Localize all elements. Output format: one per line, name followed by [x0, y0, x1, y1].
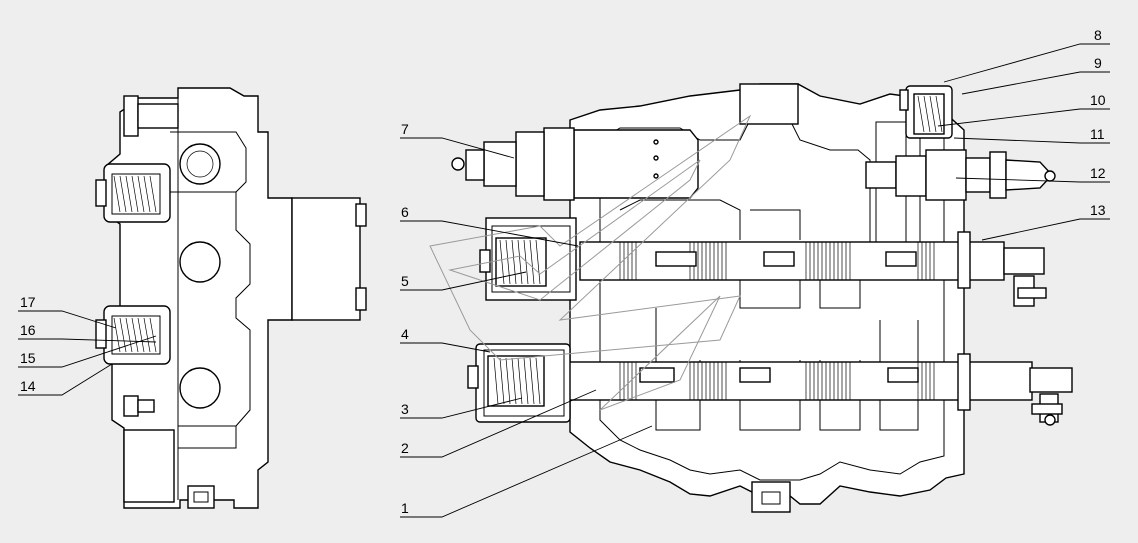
callout-8-leader — [943, 43, 1110, 83]
side-view-flange-lug-top — [355, 203, 367, 227]
callout-16-label: 16 — [20, 322, 36, 338]
callout-5-label: 5 — [401, 273, 409, 289]
upper-spool-grooves — [619, 242, 935, 280]
callout-2-leader — [400, 389, 597, 458]
callout-14-label: 14 — [20, 378, 36, 394]
side-view-port-2 — [179, 241, 221, 283]
callout-10-leader — [937, 108, 1110, 127]
main-view-bottom-boss — [751, 481, 791, 513]
callout-1-label: 1 — [401, 500, 409, 516]
callout-9-label: 9 — [1094, 55, 1102, 71]
callout-13-label: 13 — [1090, 202, 1106, 218]
side-view-bottom-box — [123, 429, 175, 503]
callout-6-label: 6 — [401, 204, 409, 220]
callout-13-leader — [981, 218, 1110, 241]
callout-7-leader — [400, 137, 515, 159]
callout-10-label: 10 — [1090, 92, 1106, 108]
side-view — [95, 87, 367, 509]
callout-11-label: 11 — [1090, 126, 1105, 142]
callout-12-leader — [955, 177, 1110, 183]
callout-12-label: 12 — [1090, 165, 1106, 181]
callout-4-label: 4 — [401, 326, 409, 342]
callout-7-label: 7 — [401, 121, 409, 137]
callout-17-label: 17 — [20, 294, 36, 310]
callout-6-leader — [400, 220, 579, 247]
callout-14-leader — [18, 363, 113, 396]
callouts: 1 2 3 4 5 6 7 8 9 10 11 12 13 — [18, 27, 1110, 518]
callout-15-leader — [18, 335, 157, 368]
callout-8-label: 8 — [1094, 27, 1102, 43]
side-view-inner-walls — [170, 98, 251, 500]
side-view-port-1 — [179, 143, 221, 185]
main-view — [451, 83, 1073, 513]
side-fitting — [865, 149, 1056, 201]
side-view-flange — [291, 197, 361, 321]
relief-valve — [451, 127, 699, 201]
side-view-port-3 — [179, 367, 221, 409]
callout-5-leader — [400, 271, 527, 291]
callout-9-leader — [961, 71, 1110, 95]
callout-2-label: 2 — [401, 440, 409, 456]
callout-1-leader — [400, 425, 653, 518]
callout-16-leader — [18, 338, 157, 343]
side-view-flange-lug-bottom — [355, 287, 367, 311]
callout-11-leader — [953, 137, 1110, 144]
lower-spool-grooves — [619, 362, 935, 400]
watermark-logo — [429, 114, 752, 411]
callout-3-label: 3 — [401, 401, 409, 417]
callout-15-label: 15 — [20, 350, 36, 366]
callout-4-leader — [400, 342, 491, 353]
side-view-top-cap — [123, 95, 139, 137]
check-valve — [899, 85, 953, 139]
callout-3-leader — [400, 397, 523, 419]
callout-17-leader — [18, 310, 117, 329]
side-view-top-cap-plug — [137, 103, 179, 129]
